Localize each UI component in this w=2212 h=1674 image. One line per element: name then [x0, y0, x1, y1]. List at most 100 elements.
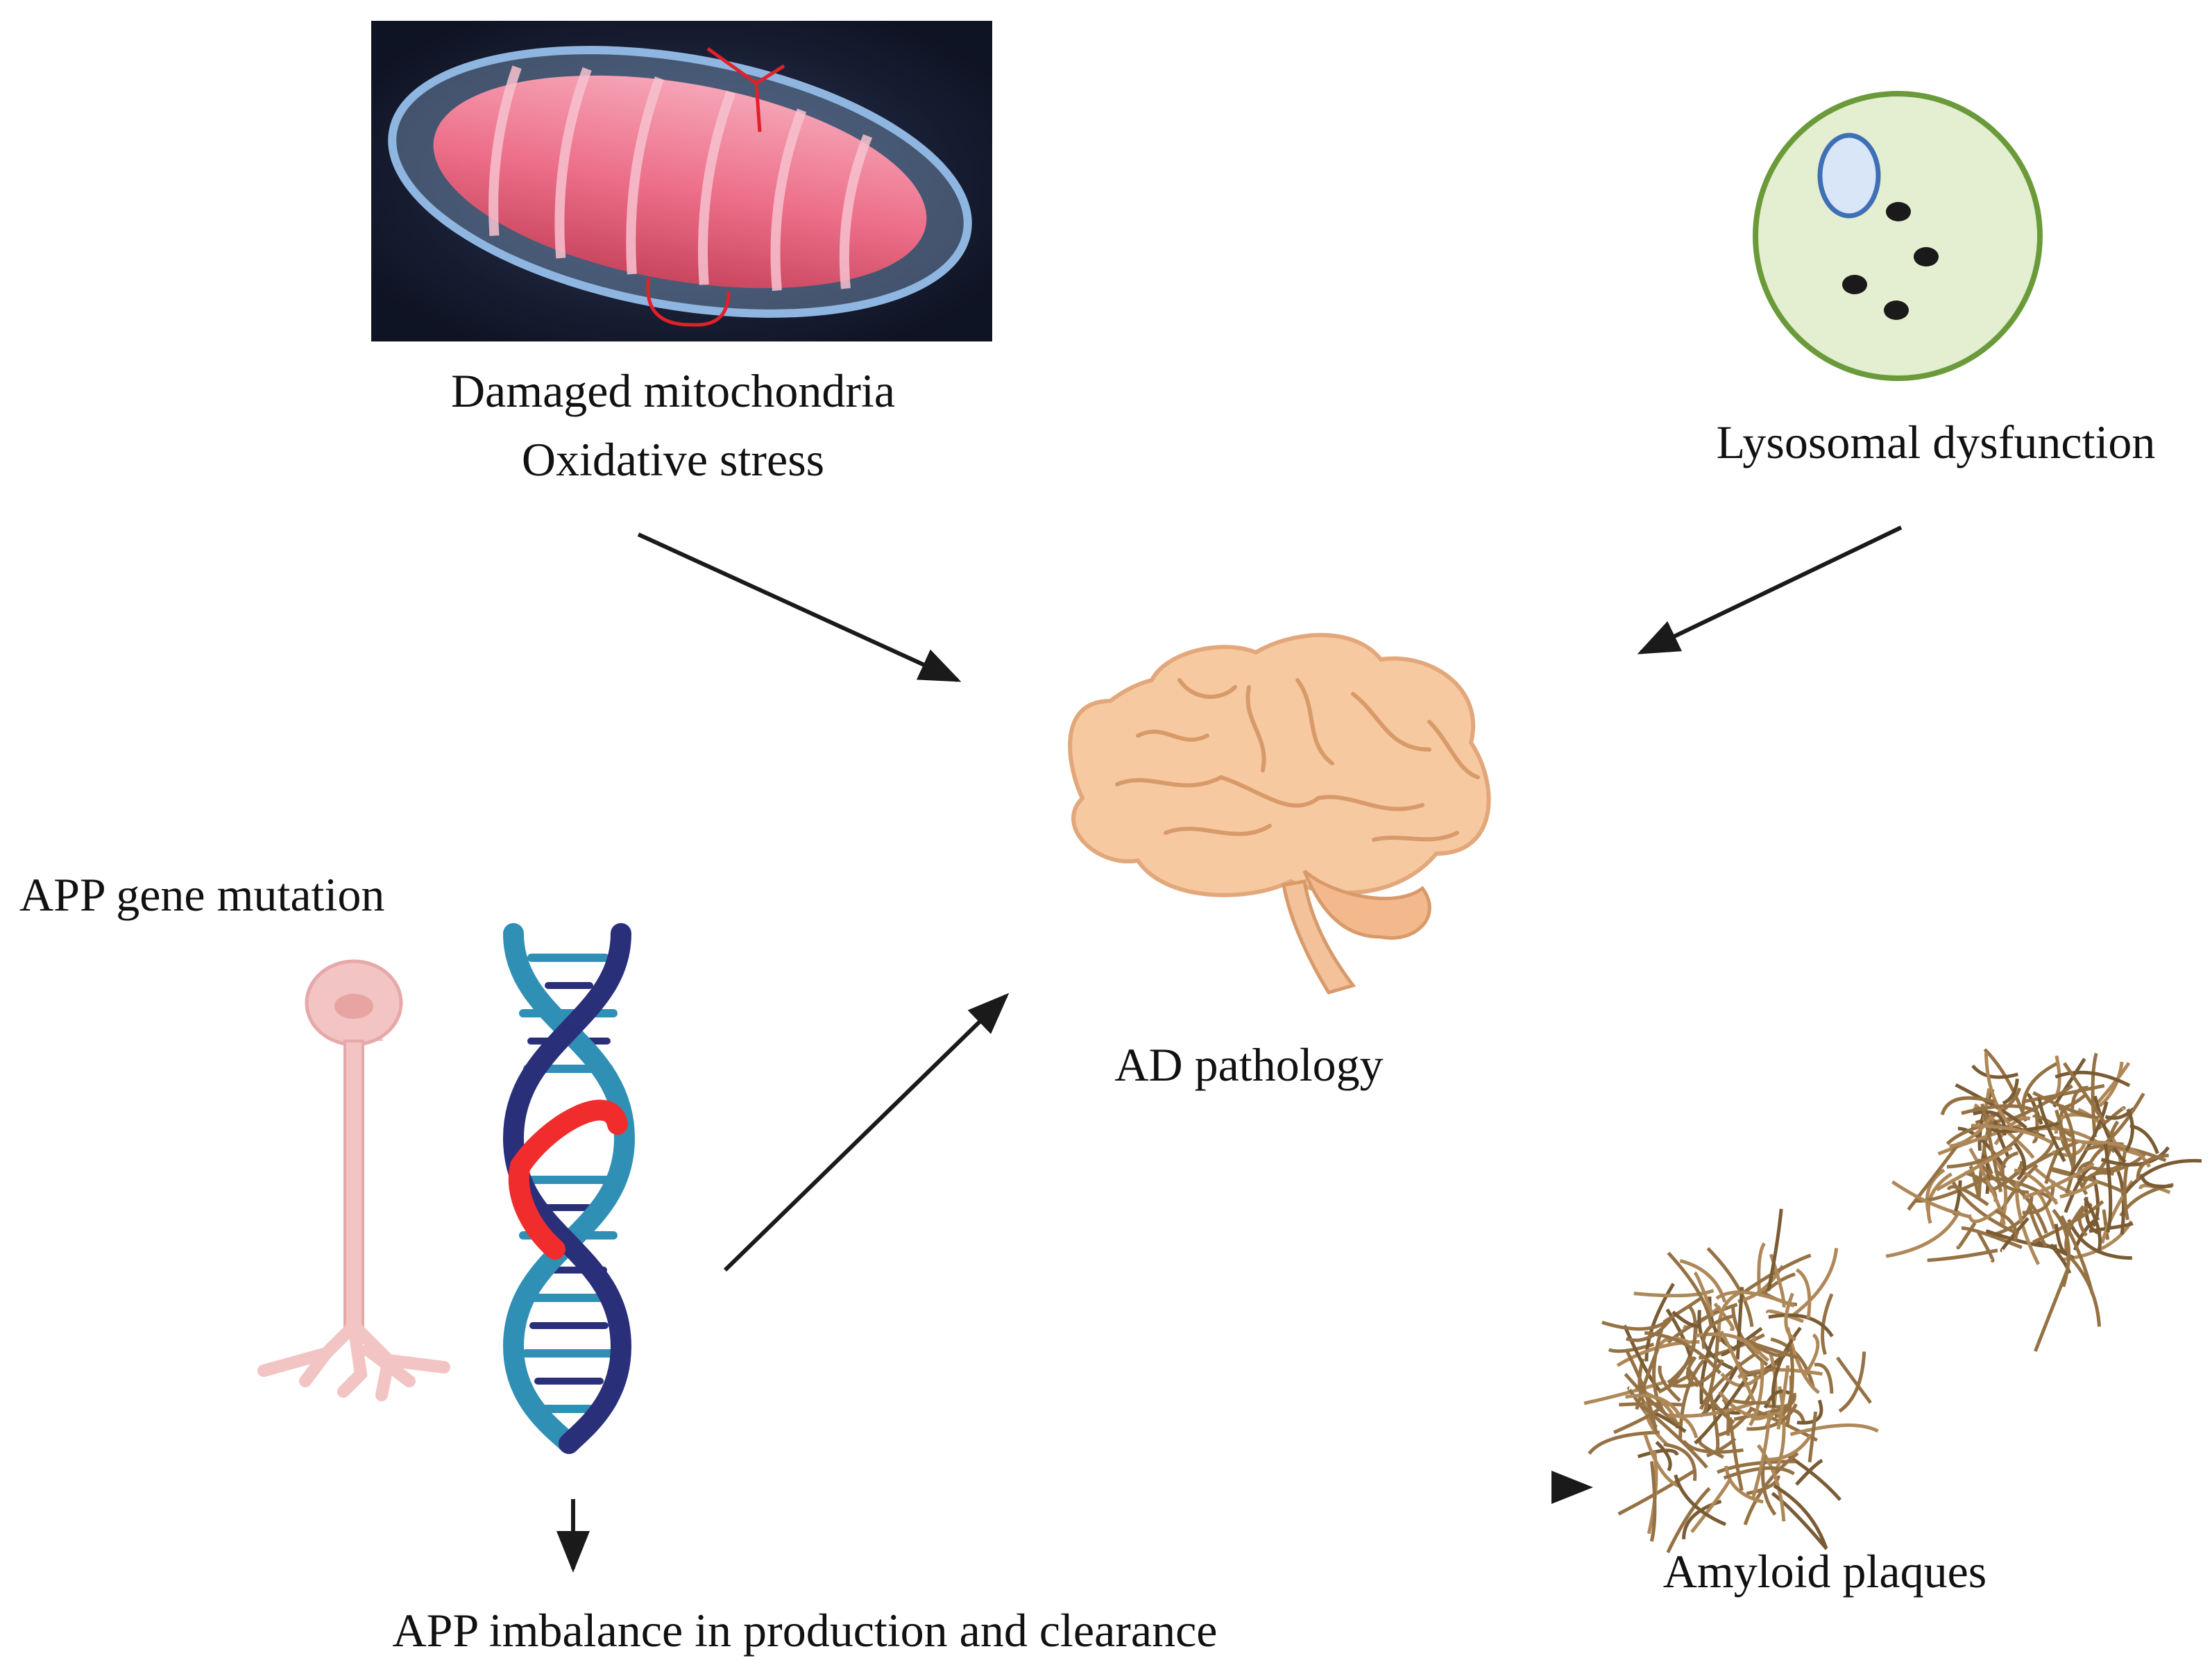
fibril [1743, 1451, 1799, 1525]
fibril [1751, 1411, 1771, 1498]
fibril [1730, 1398, 1771, 1405]
fibril [1637, 1448, 1679, 1459]
fibril [2032, 1091, 2100, 1120]
fibril [1633, 1289, 1715, 1298]
fibril [1927, 1249, 1998, 1262]
fibril [2054, 1070, 2131, 1088]
fibril [2036, 1192, 2057, 1230]
lysosome-label: Lysosomal dysfunction [1716, 416, 2156, 468]
fibril [2063, 1062, 2107, 1124]
fibril [1771, 1491, 1828, 1550]
fibril [2102, 1209, 2110, 1240]
fibril [1926, 1172, 1952, 1224]
fibril [1690, 1478, 1732, 1534]
fibril [1671, 1310, 1701, 1328]
mitochondrion-image [371, 21, 992, 341]
fibril [1977, 1088, 1995, 1151]
fibril [1940, 1096, 1996, 1116]
arrow-gene-to-ad [723, 992, 1010, 1272]
fibril [2032, 1200, 2104, 1244]
fibril [1679, 1259, 1727, 1303]
fibril [1980, 1103, 2002, 1192]
fibril [1795, 1459, 1823, 1486]
fibril [1994, 1208, 2018, 1242]
fibril [2136, 1153, 2169, 1181]
fibril [2093, 1062, 2131, 1108]
amyloid-plaque-icon [1583, 1048, 2202, 1553]
fibril [2069, 1101, 2109, 1177]
fibril [1674, 1474, 1726, 1526]
fibril [1699, 1328, 1719, 1405]
fibril [1792, 1248, 1839, 1317]
fibril [2022, 1162, 2095, 1200]
fibril [1971, 1064, 2018, 1079]
fibril [1613, 1405, 1663, 1435]
fibril [1795, 1268, 1812, 1319]
fibril [1749, 1361, 1764, 1426]
fibril [1735, 1287, 1744, 1360]
fibril [2002, 1079, 2019, 1106]
brain-icon [1068, 633, 1491, 995]
fibril [1885, 1210, 1961, 1258]
fibril [1981, 1153, 1990, 1194]
fibril [2000, 1217, 2030, 1253]
fibril [1687, 1305, 1697, 1351]
fibril [2083, 1197, 2102, 1254]
fibril [1743, 1253, 1812, 1294]
fibril [1757, 1242, 1767, 1292]
fibril [1773, 1484, 1828, 1549]
fibril [1838, 1351, 1866, 1413]
fibril [2059, 1178, 2100, 1199]
fibril [2060, 1104, 2076, 1194]
mitochondria-label-line1: Damaged mitochondria [450, 364, 896, 417]
fibril [1724, 1465, 1764, 1504]
fibril [2125, 1108, 2134, 1152]
fibril [1767, 1208, 1783, 1291]
gene-mutation-label: APP gene mutation [19, 868, 385, 921]
fibril [1699, 1349, 1761, 1410]
arrows [556, 525, 1903, 1573]
fibril [1731, 1306, 1769, 1367]
fibril [1971, 1124, 2053, 1144]
fibril [1719, 1330, 1756, 1404]
fibril [1907, 1141, 1962, 1211]
fibril [1693, 1271, 1715, 1317]
fibril [2028, 1200, 2048, 1248]
fibril [1967, 1207, 2000, 1224]
fibril [1784, 1292, 1797, 1342]
fibril [1746, 1475, 1781, 1496]
fibril [2067, 1219, 2132, 1260]
fibril [2044, 1149, 2060, 1184]
fibril [1667, 1251, 1713, 1328]
fibril [2138, 1183, 2171, 1194]
fibril [2103, 1143, 2113, 1233]
fibril [1666, 1487, 1711, 1553]
fibril [1796, 1399, 1823, 1425]
fibril [1625, 1394, 1681, 1417]
fibril [1915, 1176, 1989, 1203]
fibril [2063, 1220, 2133, 1262]
fibril [1766, 1309, 1804, 1324]
fibril [1946, 1185, 1989, 1206]
fibril [1891, 1180, 1971, 1219]
fibril [1721, 1326, 1763, 1357]
fibril [1776, 1364, 1790, 1430]
fibril [1995, 1192, 2034, 1236]
fibril [1961, 1226, 2023, 1249]
fibril [2052, 1058, 2086, 1108]
mitochondria-label: Damaged mitochondria Oxidative stress [389, 357, 958, 493]
fibril [2091, 1053, 2098, 1138]
fibril [1706, 1246, 1754, 1328]
arrow-mitochondria-to-ad [637, 532, 962, 682]
fibril [2098, 1061, 2124, 1108]
fibril [1649, 1461, 1657, 1542]
fibril [2122, 1158, 2202, 1197]
fibril [1644, 1331, 1722, 1375]
neuron-icon [257, 959, 450, 1401]
fibril [1787, 1455, 1841, 1501]
fibril [1728, 1417, 1744, 1491]
fibril [2054, 1109, 2076, 1172]
dna-helix-icon [502, 923, 636, 1454]
fibril [1770, 1337, 1815, 1387]
